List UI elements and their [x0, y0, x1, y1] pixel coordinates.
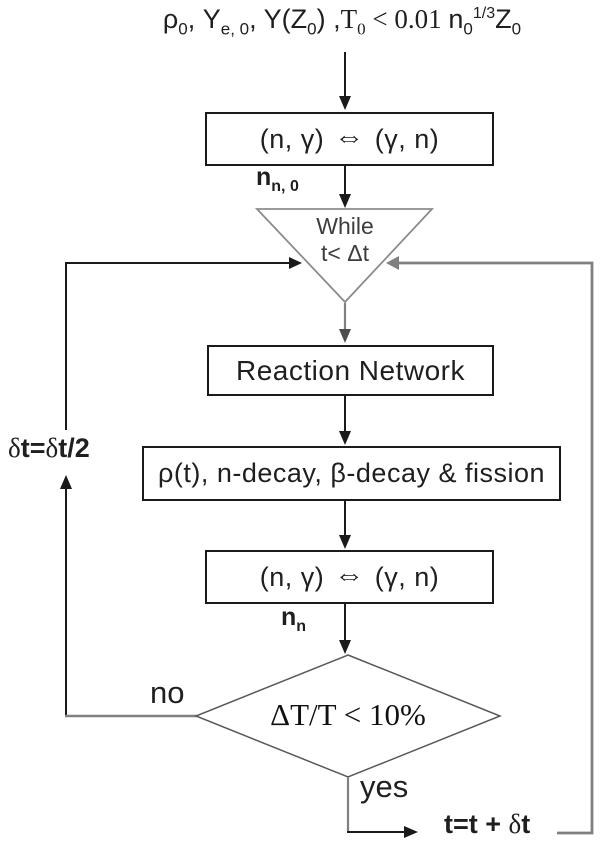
arrow-ngamma-diamond-head — [339, 640, 351, 654]
ngamma-left-term: (n, γ) — [259, 561, 325, 592]
formula-t0: T — [340, 4, 358, 34]
arrow-decay-ngamma-head — [339, 535, 351, 549]
halve-timestep-label: δt=δt/2 — [8, 433, 90, 463]
formula-rho: ρ — [162, 4, 179, 34]
ngamma-equilibrium-box-loop: (n, γ) ⇔ (γ, n) — [205, 550, 494, 604]
formula-n0: n — [448, 4, 464, 34]
increment-time-label: t=t + δt — [444, 809, 531, 839]
decay-fission-box: ρ(t), n-decay, β-decay & fission — [142, 446, 561, 501]
arrow-start-head — [339, 96, 351, 110]
while-condition-text: t< Δt — [321, 240, 369, 266]
ngamma-right-term: (γ, n) — [374, 123, 440, 154]
while-loop-condition: While t< Δt — [245, 213, 445, 267]
loop-left-upper-line — [65, 262, 290, 430]
while-triangle-shape — [254, 208, 435, 304]
double-arrow-icon: ⇔ — [334, 121, 365, 154]
loop-right-arrowhead — [386, 256, 399, 270]
formula-yz: , Y(Z — [249, 4, 308, 34]
arrow-reaction-decay-head — [339, 431, 351, 445]
neutron-density-label: nn — [281, 603, 307, 635]
loop-right-line — [398, 261, 594, 835]
ngamma-left-term: (n, γ) — [259, 123, 325, 154]
ngamma-equilibrium-box-initial: (n, γ) ⇔ (γ, n) — [205, 112, 494, 166]
yes-branch-label: yes — [360, 769, 409, 804]
formula-z0: Z — [495, 4, 512, 34]
ngamma-right-term: (γ, n) — [374, 561, 440, 592]
while-keyword: While — [316, 213, 374, 239]
neutron-density-initial-label: nn, 0 — [256, 163, 299, 195]
reaction-network-box: Reaction Network — [207, 345, 494, 396]
yes-branch-arrowhead — [404, 826, 418, 838]
no-branch-label: no — [150, 675, 185, 710]
arrow-box1-while-head — [339, 194, 351, 208]
loop-left-up-arrowhead — [60, 475, 72, 489]
double-arrow-icon: ⇔ — [334, 559, 365, 592]
arrow-while-reaction-head — [339, 329, 351, 343]
temperature-check-condition: ΔT/T < 10% — [270, 697, 426, 732]
initial-conditions-formula: ρ0, Ye, 0, Y(Z0) ,T0 < 0.01 n01/3Z0 — [162, 4, 522, 39]
loop-left-arrowhead — [289, 257, 302, 269]
formula-ye: , Y — [187, 4, 221, 34]
